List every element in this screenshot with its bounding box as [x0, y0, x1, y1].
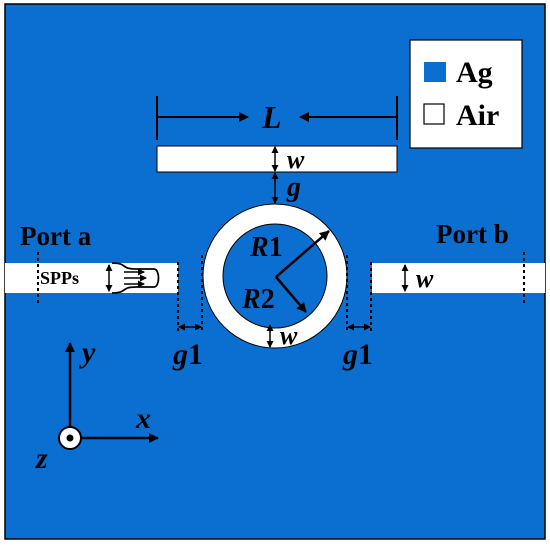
top-rectangular-cavity — [156, 145, 398, 173]
port-b-label: Port b — [436, 219, 509, 249]
y-axis-label: y — [79, 336, 96, 369]
legend: Ag Air — [409, 39, 523, 149]
gap-label: g — [286, 172, 301, 203]
coordinate-axes: y x z — [35, 336, 159, 475]
spp-label: SPPs — [40, 268, 79, 288]
right-width-label: w — [416, 264, 434, 293]
length-dimension: L — [156, 96, 398, 140]
ring-width-label: w — [280, 321, 298, 350]
g1-left-label: g1 — [172, 338, 203, 371]
port-a-label: Port a — [20, 221, 92, 251]
r1-arrow — [275, 230, 330, 278]
top-width-label: w — [287, 145, 305, 174]
spp-mode-profile — [111, 262, 160, 294]
legend-label-ag: Ag — [456, 56, 493, 89]
z-axis-label: z — [35, 442, 48, 475]
legend-swatch-air — [423, 103, 445, 125]
bus-waveguide-left — [5, 263, 178, 293]
x-axis-label: x — [135, 402, 151, 435]
r1-label: R1 — [249, 232, 283, 263]
bus-waveguide-right — [372, 263, 545, 293]
legend-swatch-ag — [424, 62, 446, 82]
legend-label-air: Air — [456, 99, 499, 132]
r2-label: R2 — [241, 284, 275, 315]
length-label: L — [261, 99, 282, 135]
g1-right-label: g1 — [342, 338, 373, 371]
legend-box — [409, 39, 523, 149]
r2-arrow — [275, 276, 307, 313]
